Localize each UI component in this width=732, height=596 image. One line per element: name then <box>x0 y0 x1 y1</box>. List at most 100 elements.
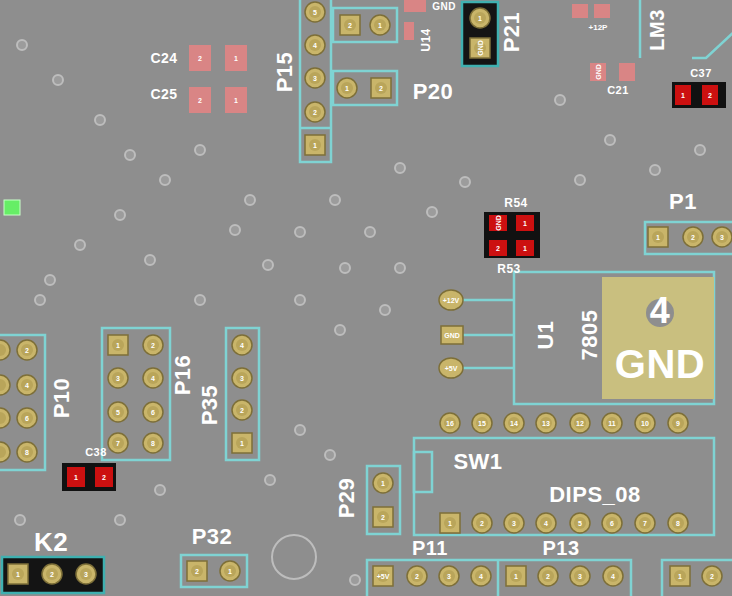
pad-label: 15 <box>478 420 486 427</box>
component-designator: DIPS_08 <box>549 484 641 506</box>
component-designator: GND <box>432 2 456 12</box>
pad-label: 2 <box>198 55 202 62</box>
pad-label: 3 <box>578 573 582 580</box>
pad-label: 4 <box>544 520 548 527</box>
pad-label: 1 <box>240 440 244 447</box>
pad-label: 5 <box>116 409 120 416</box>
pad-label: 16 <box>446 420 454 427</box>
pad-label: GND <box>495 215 502 231</box>
component-designator: SW1 <box>453 451 502 473</box>
pad-label: 4 <box>313 42 317 49</box>
pad-label: 1 <box>656 234 660 241</box>
component-designator: P16 <box>172 355 194 396</box>
pad-label: 3 <box>116 375 120 382</box>
pad-label: 12 <box>576 420 584 427</box>
pad-label: 2 <box>708 92 712 99</box>
pad-label: 4 <box>25 382 29 389</box>
pad-label: 9 <box>676 420 680 427</box>
smd-pads <box>67 0 718 487</box>
pad-label: 1 <box>381 480 385 487</box>
component-designator: P11 <box>412 538 448 558</box>
component-designator: P10 <box>51 378 73 419</box>
component-designator: C25 <box>150 87 177 101</box>
pad-label: 2 <box>381 514 385 521</box>
pad-label: 1 <box>16 571 20 578</box>
component-designator: P20 <box>413 81 454 103</box>
pad-label: 1 <box>523 220 527 227</box>
pad-label: 3 <box>447 573 451 580</box>
pad-label: 1 <box>678 573 682 580</box>
component-designator: LM3 <box>647 9 667 51</box>
pad-label: +5V <box>377 573 390 580</box>
component-designator: C21 <box>607 85 629 96</box>
pad-label: GND <box>444 332 460 339</box>
pad-label: 1 <box>478 15 482 22</box>
pad-label: GND <box>595 64 602 80</box>
pad-label: 5 <box>313 9 317 16</box>
pad-label: 10 <box>641 420 649 427</box>
pad-label: 4 <box>611 573 615 580</box>
pad-label: 4 <box>240 342 244 349</box>
pad-label: 1 <box>345 85 349 92</box>
pad-label: 2 <box>348 22 352 29</box>
pad-label: 3 <box>84 571 88 578</box>
pad-label: 4 <box>479 573 483 580</box>
pad-label: 2 <box>710 573 714 580</box>
pad-label: +12P <box>589 24 608 32</box>
pad-label: +12V <box>443 297 460 304</box>
pad-label: 6 <box>25 415 29 422</box>
pad-label: 8 <box>25 449 29 456</box>
pad-label: GND <box>477 40 484 56</box>
component-designator: P13 <box>542 538 579 558</box>
component-designator: C38 <box>85 447 107 458</box>
component-designator: P21 <box>501 12 523 53</box>
component-designator: P1 <box>669 191 697 213</box>
marker-pad <box>4 200 20 215</box>
pad-label: 3 <box>240 375 244 382</box>
pad-label: 14 <box>510 420 518 427</box>
component-designator: 4 <box>650 293 671 329</box>
component-designator: P35 <box>199 385 221 426</box>
pad-label: 1 <box>234 97 238 104</box>
pad-label: 1 <box>448 520 452 527</box>
pad-label: 2 <box>415 573 419 580</box>
pad-label: 2 <box>379 85 383 92</box>
pad-label: 8 <box>676 520 680 527</box>
pad-label: 3 <box>512 520 516 527</box>
mounting-circle <box>272 535 316 579</box>
component-designator: U14 <box>420 28 432 52</box>
pad-label: 2 <box>496 245 500 252</box>
component-designator: R54 <box>504 197 528 209</box>
pad-label: +5V <box>445 365 458 372</box>
pad-label: 1 <box>681 92 685 99</box>
component-designator: R53 <box>497 263 521 275</box>
component-designator: P15 <box>274 52 296 93</box>
pad-label: 7 <box>116 440 120 447</box>
pad-label: 3 <box>313 75 317 82</box>
pad-label: 2 <box>240 407 244 414</box>
pad-label: 8 <box>151 440 155 447</box>
pad-label: 2 <box>25 347 29 354</box>
pad-label: 5 <box>578 520 582 527</box>
component-designator: C24 <box>150 51 177 65</box>
component-designator: 7805 <box>579 310 601 361</box>
pad-label: 2 <box>546 573 550 580</box>
pad-label: 2 <box>691 234 695 241</box>
pad-label: 2 <box>102 474 106 481</box>
pad-label: 1 <box>74 474 78 481</box>
pad-label: 1 <box>378 22 382 29</box>
component-designator: K2 <box>34 529 68 555</box>
component-designator: C37 <box>690 68 712 79</box>
component-designator: P29 <box>336 478 358 519</box>
pad-label: 2 <box>195 568 199 575</box>
pad-label: 1 <box>523 245 527 252</box>
pad-label: 2 <box>151 342 155 349</box>
pad-label: 7 <box>643 520 647 527</box>
pad-label: 1 <box>313 142 317 149</box>
regulator-tab <box>602 277 714 399</box>
pad-label: 1 <box>234 55 238 62</box>
